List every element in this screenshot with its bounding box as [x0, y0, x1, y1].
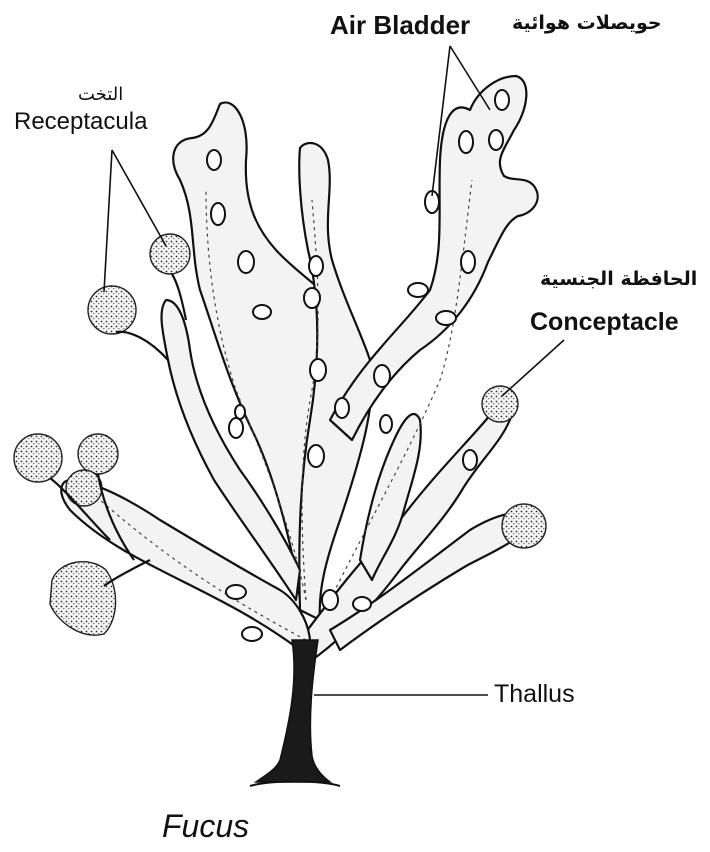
- air-bladder: [436, 311, 456, 325]
- label-air-bladder-arabic: حويصلات هوائية: [512, 12, 662, 34]
- label-air-bladder: Air Bladder: [330, 10, 470, 41]
- label-receptacula-arabic: التخت: [78, 84, 123, 105]
- air-bladder: [408, 283, 428, 297]
- label-conceptacle: Conceptacle: [530, 308, 679, 337]
- air-bladder: [380, 415, 392, 433]
- air-bladder: [226, 585, 246, 599]
- receptacle: [482, 386, 518, 422]
- frond-right-upper: [330, 76, 538, 440]
- air-bladder: [489, 130, 503, 150]
- air-bladder: [304, 288, 320, 308]
- air-bladder: [207, 150, 221, 170]
- air-bladder: [461, 251, 475, 273]
- leader-conceptacle: [502, 340, 564, 396]
- leader-air-bladder-2: [450, 46, 490, 110]
- air-bladder: [238, 251, 254, 273]
- air-bladder: [310, 359, 326, 381]
- air-bladder: [242, 627, 262, 641]
- receptacle: [50, 562, 116, 635]
- label-conceptacle-arabic: الحافظة الجنسية: [540, 268, 697, 290]
- receptacle: [14, 434, 62, 482]
- air-bladder: [235, 405, 245, 419]
- receptacle: [502, 504, 546, 548]
- air-bladder: [353, 597, 371, 611]
- receptacle: [88, 286, 136, 334]
- receptacle: [66, 470, 102, 506]
- air-bladder: [459, 131, 473, 153]
- leader-receptacula-1: [104, 150, 112, 292]
- air-bladder: [253, 305, 271, 319]
- air-bladder: [229, 418, 243, 438]
- air-bladder: [322, 590, 338, 610]
- air-bladder: [211, 203, 225, 225]
- leader-receptacula-2: [112, 150, 166, 246]
- receptacle: [78, 434, 118, 474]
- figure-caption: Fucus: [162, 808, 249, 845]
- air-bladder: [308, 445, 324, 467]
- air-bladder: [374, 365, 390, 387]
- air-bladder: [463, 450, 477, 470]
- air-bladder: [309, 256, 323, 276]
- air-bladder: [335, 398, 349, 418]
- label-receptacula: Receptacula: [14, 108, 147, 136]
- receptacle: [150, 234, 190, 274]
- stipe: [256, 640, 330, 782]
- label-thallus: Thallus: [494, 680, 575, 709]
- air-bladder: [495, 90, 509, 110]
